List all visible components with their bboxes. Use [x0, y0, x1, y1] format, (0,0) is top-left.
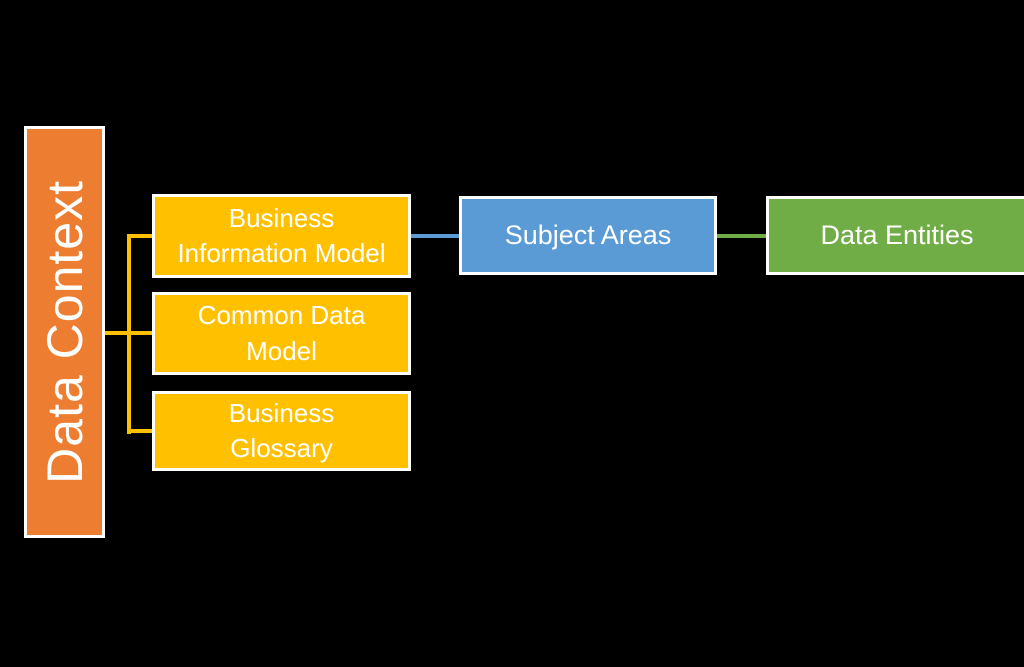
node-data-entities-label: Data Entities — [820, 220, 974, 250]
node-business-information-model-label: Business Information Model — [177, 202, 386, 268]
node-common-data-model: Common Data Model — [152, 292, 411, 375]
node-data-entities: Data Entities — [766, 196, 1024, 275]
connector-bim-to-subject-areas — [410, 234, 460, 238]
node-business-glossary-label: Business Glossary — [228, 397, 335, 463]
node-data-context: Data Context — [24, 126, 105, 538]
node-business-glossary: Business Glossary — [152, 391, 411, 471]
connector-subject-areas-to-data-entities — [716, 234, 767, 238]
node-subject-areas: Subject Areas — [459, 196, 717, 275]
node-data-context-label: Data Context — [36, 180, 93, 484]
node-subject-areas-label: Subject Areas — [504, 220, 672, 250]
connector-trunk-vertical — [127, 234, 131, 434]
connector-branch-business-glossary — [127, 429, 153, 433]
connector-branch-business-information-model — [127, 234, 153, 238]
node-business-information-model: Business Information Model — [152, 194, 411, 278]
node-common-data-model-label: Common Data Model — [197, 300, 366, 366]
